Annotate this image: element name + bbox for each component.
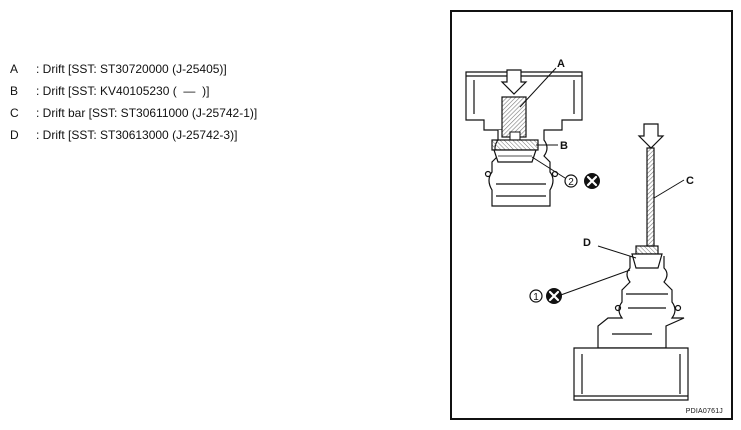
legend-item-c: C : Drift bar [SST: ST30611000 (J-25742-… <box>10 102 257 124</box>
drift-d <box>631 245 663 269</box>
step-1-number: 1 <box>533 292 539 303</box>
legend-item-a: A : Drift [SST: ST30720000 (J-25405)] <box>10 58 257 80</box>
press-arrow-upper <box>500 69 528 95</box>
legend-text: : Drift [SST: ST30613000 (J-25742-3)] <box>36 128 238 142</box>
leader-d <box>597 245 637 259</box>
figure-id: PDIA0761J <box>685 408 723 415</box>
callout-a: A <box>557 58 565 70</box>
press-arrow-lower <box>637 123 665 149</box>
legend-text: : Drift [SST: ST30720000 (J-25405)] <box>36 62 227 76</box>
drift-bar-c <box>646 147 655 247</box>
callout-c: C <box>686 175 694 187</box>
step-1-marker: 1 <box>529 289 543 303</box>
legend-key: D <box>10 128 19 142</box>
callout-d: D <box>583 237 591 249</box>
legend-text: : Drift bar [SST: ST30611000 (J-25742-1)… <box>36 106 258 120</box>
do-not-reuse-icon <box>546 288 562 304</box>
legend-item-d: D : Drift [SST: ST30613000 (J-25742-3)] <box>10 124 257 146</box>
lower-housing <box>573 256 689 401</box>
leader-step-2 <box>531 156 566 179</box>
legend-list: A : Drift [SST: ST30720000 (J-25405)] B … <box>10 58 257 146</box>
do-not-reuse-icon <box>584 173 600 189</box>
drift-b <box>491 139 539 163</box>
legend-item-b: B : Drift [SST: KV40105230 ( — )] <box>10 80 257 102</box>
leader-a <box>519 67 557 108</box>
step-2-number: 2 <box>568 177 574 188</box>
callout-b: B <box>560 140 568 152</box>
legend-key: A <box>10 62 19 76</box>
leader-step-1 <box>557 269 631 297</box>
installation-diagram: A B 2 <box>465 58 694 401</box>
diagram-frame: A B 2 <box>450 10 733 420</box>
legend-key: B <box>10 84 19 98</box>
upper-housing <box>465 71 583 207</box>
legend-key: C <box>10 106 19 120</box>
legend-text: : Drift [SST: KV40105230 ( — )] <box>36 84 210 98</box>
leader-c <box>653 179 685 199</box>
drift-a <box>501 96 527 141</box>
step-2-marker: 2 <box>564 174 578 188</box>
